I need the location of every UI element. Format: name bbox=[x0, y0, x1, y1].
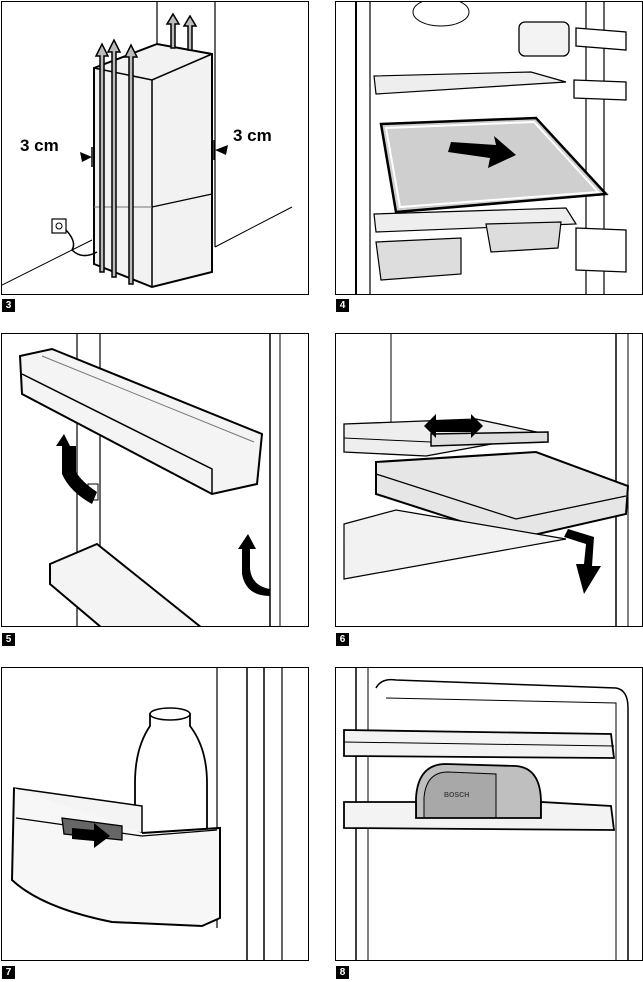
figure-3-number: 3 bbox=[2, 299, 15, 312]
butter-compartment-illustration bbox=[336, 668, 643, 961]
figure-6-number: 6 bbox=[336, 633, 349, 646]
drawer-removal-illustration bbox=[336, 334, 643, 627]
figure-8-number: 8 bbox=[336, 966, 349, 979]
figure-3-panel: 3 cm 3 cm bbox=[1, 1, 309, 295]
figure-4-number: 4 bbox=[336, 299, 349, 312]
bottle-holder-illustration bbox=[2, 668, 309, 961]
left-clearance-label: 3 cm bbox=[20, 136, 59, 156]
figure-7-number: 7 bbox=[2, 966, 15, 979]
figure-8-panel: BOSCH bbox=[335, 667, 643, 961]
brand-label: BOSCH bbox=[444, 792, 469, 799]
glass-shelf-removal-illustration bbox=[336, 2, 643, 295]
right-clearance-label: 3 cm bbox=[233, 126, 272, 146]
figure-5-number: 5 bbox=[2, 633, 15, 646]
figure-5-panel bbox=[1, 333, 309, 627]
figure-4-panel bbox=[335, 1, 643, 295]
figure-7-panel bbox=[1, 667, 309, 961]
figure-6-panel bbox=[335, 333, 643, 627]
door-shelf-removal-illustration bbox=[2, 334, 309, 627]
